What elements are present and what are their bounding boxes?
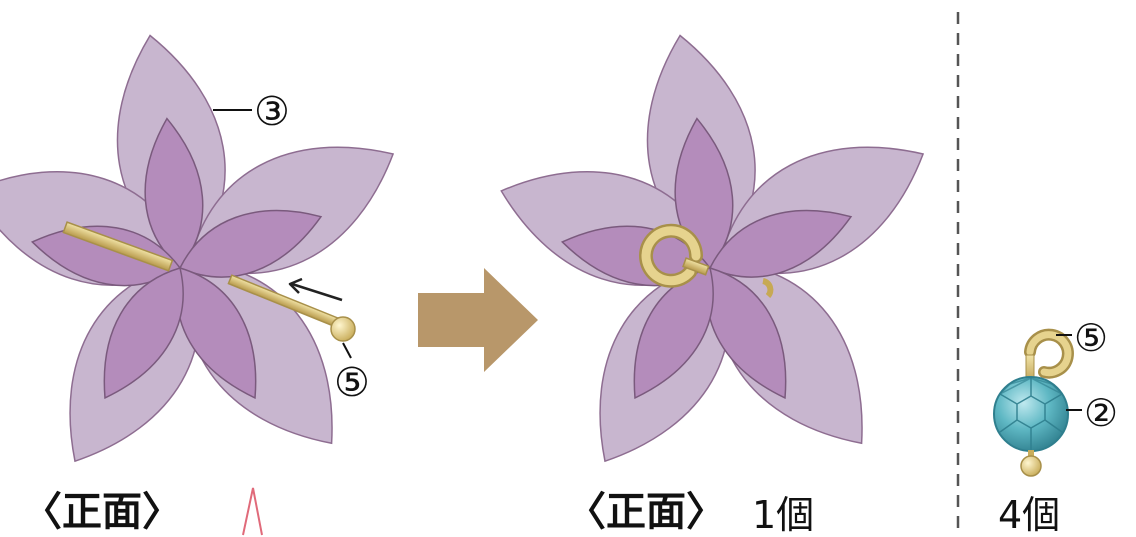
petal-callout: ③ <box>254 89 290 135</box>
left-pin <box>62 221 356 342</box>
middle-flower: 〈正面〉 1個 <box>484 25 949 537</box>
bead-callout: ② <box>1084 391 1118 435</box>
pin-callout-right: ⑤ <box>1074 316 1108 360</box>
bead-facets <box>999 377 1063 450</box>
caret-mark-icon <box>242 487 263 536</box>
right-count: 4個 <box>998 493 1060 537</box>
pin-callout-line <box>342 342 352 359</box>
middle-count: 1個 <box>752 493 814 537</box>
middle-view-label: 〈正面〉 <box>566 489 726 535</box>
right-arrow-icon <box>418 268 538 372</box>
curved-arrow-icon <box>288 277 343 302</box>
left-flower: ③ ⑤ 〈正面〉 <box>0 25 419 536</box>
middle-pin-loop <box>639 223 774 299</box>
end-ball <box>1020 455 1042 477</box>
left-view-label: 〈正面〉 <box>22 489 182 535</box>
pin-callout-left: ⑤ <box>334 360 370 406</box>
bead-assembly: ⑤ ② 4個 <box>993 316 1118 537</box>
